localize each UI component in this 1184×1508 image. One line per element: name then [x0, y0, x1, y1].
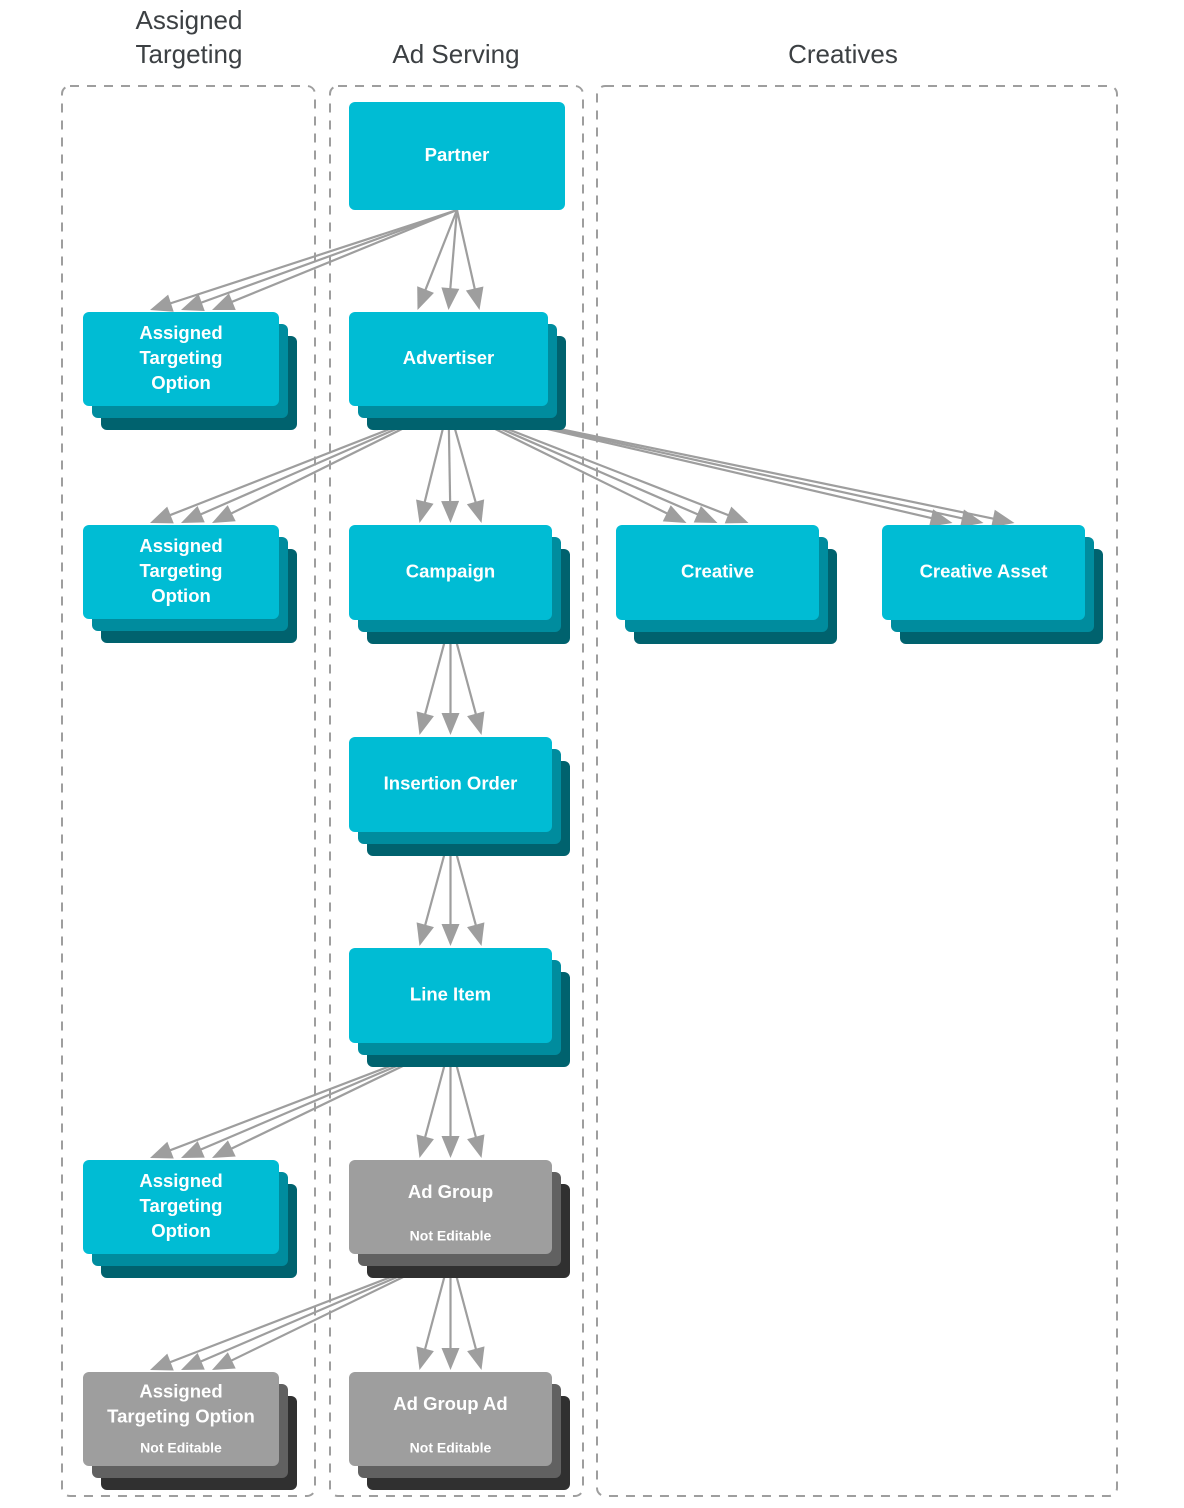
edge-shaft	[198, 208, 458, 305]
node-card-insertion-order[interactable]	[349, 737, 552, 832]
node-label-campaign: Campaign	[406, 560, 495, 581]
node-card-campaign[interactable]	[349, 525, 552, 620]
edge-arrowhead	[416, 499, 434, 523]
edge-arrowhead	[929, 509, 953, 527]
edge-arrowhead	[150, 294, 174, 312]
edge-shaft	[423, 209, 459, 293]
node-sublabel-ad-group: Not Editable	[410, 1228, 492, 1244]
node-label-line-item: Line Item	[410, 983, 491, 1004]
node-line-item[interactable]: Line Item	[349, 948, 570, 1067]
node-sublabel-ato-ad-group: Not Editable	[140, 1440, 222, 1456]
node-advertiser[interactable]: Advertiser	[349, 312, 566, 430]
edge-arrowhead	[150, 1141, 174, 1159]
edge-arrowhead	[417, 286, 434, 310]
edge-arrowhead	[467, 1346, 485, 1370]
edge-arrowhead	[441, 287, 460, 310]
node-card-line-item[interactable]	[349, 948, 552, 1043]
edge-shaft	[167, 208, 458, 306]
node-insertion-order[interactable]: Insertion Order	[349, 737, 570, 856]
node-label-advertiser: Advertiser	[403, 347, 495, 368]
group-title-creatives: Creatives	[788, 39, 898, 69]
edge-shaft	[455, 209, 477, 292]
node-label-creative-asset: Creative Asset	[920, 560, 1048, 581]
edge-arrowhead	[441, 1348, 460, 1370]
node-sublabel-ad-group-ad: Not Editable	[410, 1440, 492, 1456]
node-label-creative: Creative	[681, 560, 754, 581]
group-frame-creatives	[596, 85, 1118, 1497]
node-card-advertiser[interactable]	[349, 312, 548, 406]
node-card-creative-asset[interactable]	[882, 525, 1085, 620]
group-frames-layer	[61, 85, 1118, 1497]
group-frame-ad-serving	[329, 85, 584, 1497]
edge-arrowhead	[212, 1140, 236, 1158]
edge-arrowhead	[181, 294, 205, 311]
edge-arrowhead	[416, 1134, 434, 1158]
node-card-ato-ad-group[interactable]	[83, 1372, 279, 1466]
node-card-creative[interactable]	[616, 525, 819, 620]
edge-arrowhead	[441, 924, 460, 946]
node-label-partner: Partner	[425, 144, 490, 165]
edge-arrowhead	[467, 1134, 485, 1158]
node-ad-group-ad[interactable]: Ad Group Ad Not Editable	[349, 1372, 570, 1490]
node-campaign[interactable]: Campaign	[349, 525, 570, 644]
edge-arrowhead	[467, 711, 485, 735]
edge-arrowhead	[991, 509, 1015, 528]
edge-arrowhead	[465, 286, 484, 310]
node-card-ato-line-item[interactable]	[83, 1160, 279, 1254]
edge-arrowhead	[416, 922, 434, 946]
edge-arrowhead	[150, 506, 174, 524]
node-card-ato-partner[interactable]	[83, 312, 279, 406]
node-card-partner[interactable]	[349, 102, 565, 210]
edge-arrowhead	[441, 500, 460, 523]
edge-arrowhead	[441, 1136, 460, 1158]
node-label-insertion-order: Insertion Order	[384, 772, 518, 793]
edge-arrowhead	[467, 922, 485, 946]
edge-partner-to-advertiser	[417, 209, 484, 310]
node-label-ad-group-ad: Ad Group Ad	[393, 1393, 507, 1414]
edge-arrowhead	[150, 1353, 174, 1371]
group-title-ad-serving: Ad Serving	[392, 39, 519, 69]
edge-arrowhead	[212, 505, 236, 523]
node-card-ato-advertiser[interactable]	[83, 525, 279, 619]
node-partner[interactable]: Partner	[349, 102, 565, 210]
edge-arrowhead	[441, 713, 460, 735]
edge-arrowhead	[181, 1141, 205, 1158]
edge-arrowhead	[693, 505, 718, 523]
edge-arrowhead	[416, 711, 434, 735]
node-card-ad-group[interactable]	[349, 1160, 552, 1254]
node-creative[interactable]: Creative	[616, 525, 837, 644]
edge-arrowhead	[212, 1352, 236, 1370]
edge-arrowhead	[724, 506, 749, 524]
edge-partner-to-ato	[150, 208, 458, 312]
edge-arrowhead	[662, 505, 687, 523]
group-frame-assigned-targeting	[61, 85, 316, 1497]
edge-arrowhead	[466, 499, 485, 523]
node-card-ad-group-ad[interactable]	[349, 1372, 552, 1466]
edge-arrowhead	[212, 293, 236, 311]
edge-arrowhead	[181, 505, 205, 523]
node-label-ad-group: Ad Group	[408, 1181, 493, 1202]
edge-shaft	[229, 208, 458, 304]
edge-arrowhead	[416, 1346, 434, 1370]
node-creative-asset[interactable]: Creative Asset	[882, 525, 1103, 644]
edge-arrowhead	[181, 1353, 205, 1370]
edge-shaft	[449, 209, 459, 292]
